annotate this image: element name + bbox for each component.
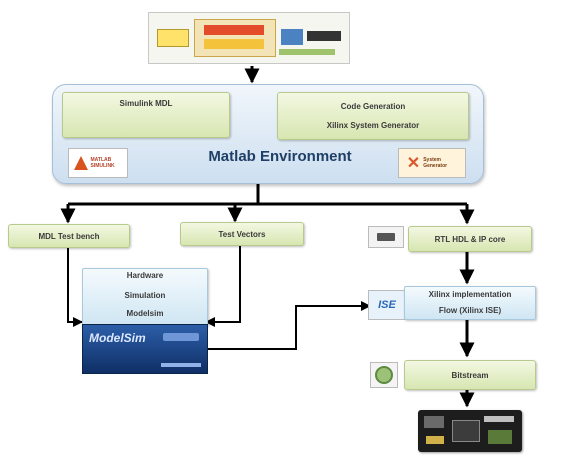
system-generator-logo: ✕ System Generator (398, 148, 466, 178)
xilinx-implementation-label: Xilinx implementation (428, 290, 512, 299)
simulink-mdl-label: Simulink MDL (119, 99, 173, 108)
matlab-logo: MATLAB SIMULINK (68, 148, 128, 178)
arrow-modelsim-to-impl (206, 301, 371, 350)
test-vectors-label: Test Vectors (218, 229, 266, 239)
matlab-environment-label: Matlab Environment (208, 148, 352, 165)
bitstream-label: Bitstream (451, 370, 489, 380)
xilinx-implementation-box: Xilinx implementation Flow (Xilinx ISE) (404, 286, 536, 320)
bitstream-box: Bitstream (404, 360, 536, 390)
code-generation-box: Code Generation Xilinx System Generator (277, 92, 469, 140)
modelsim-logo: ModelSim (82, 324, 208, 374)
ise-logo: ISE (368, 290, 406, 320)
simulink-mdl-box: Simulink MDL (62, 92, 230, 138)
test-vectors-box: Test Vectors (180, 222, 304, 246)
simulation-label: Simulation (124, 291, 166, 300)
mdl-test-bench-box: MDL Test bench (8, 224, 130, 248)
fpga-board-image (418, 410, 522, 452)
arrow-testbench-to-modelsim (67, 246, 83, 327)
disc-icon (375, 366, 393, 384)
xilinx-ise-flow-label: Flow (Xilinx ISE) (438, 306, 502, 315)
hardware-simulation-box: Hardware Simulation Modelsim (82, 268, 208, 326)
modelsim-logo-text: ModelSim (89, 331, 146, 345)
mdl-test-bench-label: MDL Test bench (38, 231, 100, 241)
modelsim-label: Modelsim (126, 309, 164, 318)
ise-logo-text: ISE (378, 299, 396, 311)
bitstream-icon (370, 362, 398, 388)
chip-icon (377, 233, 395, 241)
xilinx-x-icon: ✕ (406, 155, 421, 172)
matlab-logo-text: MATLAB SIMULINK (90, 157, 115, 169)
rtl-hdl-ip-core-label: RTL HDL & IP core (434, 234, 506, 244)
matlab-logo-icon (73, 156, 88, 170)
arrow-testvectors-to-modelsim (205, 244, 241, 327)
xilinx-system-generator-label: Xilinx System Generator (326, 121, 420, 130)
hardware-label: Hardware (126, 271, 164, 280)
top-design-thumbnail (148, 12, 350, 64)
system-generator-logo-text: System Generator (423, 157, 448, 169)
rtl-hdl-ip-core-box: RTL HDL & IP core (408, 226, 532, 252)
rtl-core-icon (368, 226, 404, 248)
code-generation-label: Code Generation (340, 102, 406, 111)
